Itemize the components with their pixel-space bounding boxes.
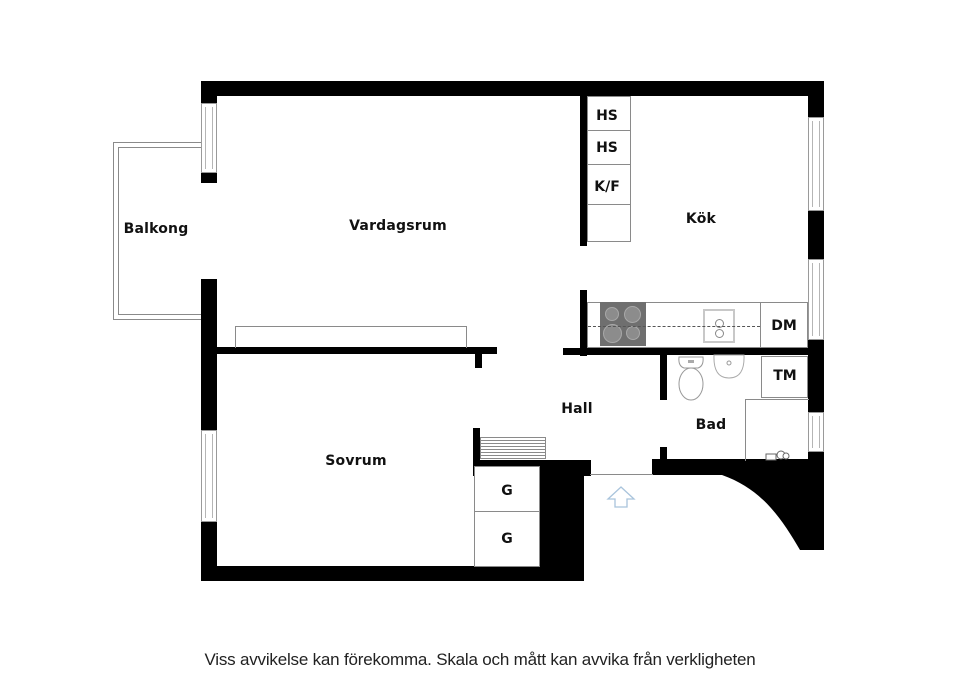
room-label-vardagsrum: Vardagsrum [349,218,447,234]
wall-right-top [808,81,824,117]
label-tm: TM [773,368,797,384]
toilet-icon [678,356,704,401]
counter-dashed-line [588,326,760,327]
basin-icon [713,354,745,379]
label-g-1: G [501,483,513,499]
entrance-door-line [590,474,653,475]
stove-icon [600,302,646,346]
cabinet-empty [587,204,631,242]
label-kf: K/F [594,179,620,195]
wall-kitchen-left-lower [580,290,587,356]
window-bathroom [808,412,824,452]
curved-wall-shape [652,459,824,550]
wall-bath-left-upper [660,355,667,400]
wall-left-seg [201,173,217,183]
wall-closet-top [473,428,480,463]
wall-kitchen-bottom [563,348,808,355]
wall-bottom [201,566,584,581]
cabinet-dm [760,302,808,348]
wall-closet-block [540,460,584,581]
window-bedroom [201,430,217,522]
wall-bath-bottom [652,459,672,475]
wall-stub-hall [475,354,482,368]
wall-right-seg2 [808,340,824,412]
wall-right-seg1 [808,211,824,259]
wall-bath-left-lower [660,447,667,461]
label-dm: DM [771,318,797,334]
wall-living-bedroom [217,347,497,354]
closet-g-1 [474,466,540,512]
label-g-2: G [501,531,513,547]
shower-fixture-icon [765,450,790,461]
cabinet-tm [761,356,808,398]
wall-top [201,81,824,96]
living-sideboard [235,326,467,348]
window-kitchen-2 [808,259,824,340]
room-label-kok: Kök [685,211,717,227]
wall-kitchen-left-upper [580,96,587,246]
room-label-balkong: Balkong [123,221,189,237]
closet-g-2 [474,511,540,567]
balcony-outline-inner [118,147,201,315]
cabinet-kf [587,164,631,205]
wall-left-upper [201,81,217,103]
room-label-hall: Hall [561,401,593,417]
shower-area [745,399,809,461]
window-living-left [201,103,217,173]
window-kitchen-1 [808,117,824,211]
cabinet-hs-1 [587,96,631,131]
balcony-outline-outer [113,142,201,320]
room-label-bad: Bad [695,417,727,433]
entrance-arrow-icon [606,486,636,508]
disclaimer-text: Viss avvikelse kan förekomma. Skala och … [204,650,756,669]
label-hs-2: HS [596,140,618,156]
label-hs-1: HS [596,108,618,124]
shelf-icon [480,437,546,459]
wall-left-mid [201,279,217,430]
room-label-sovrum: Sovrum [325,453,387,469]
